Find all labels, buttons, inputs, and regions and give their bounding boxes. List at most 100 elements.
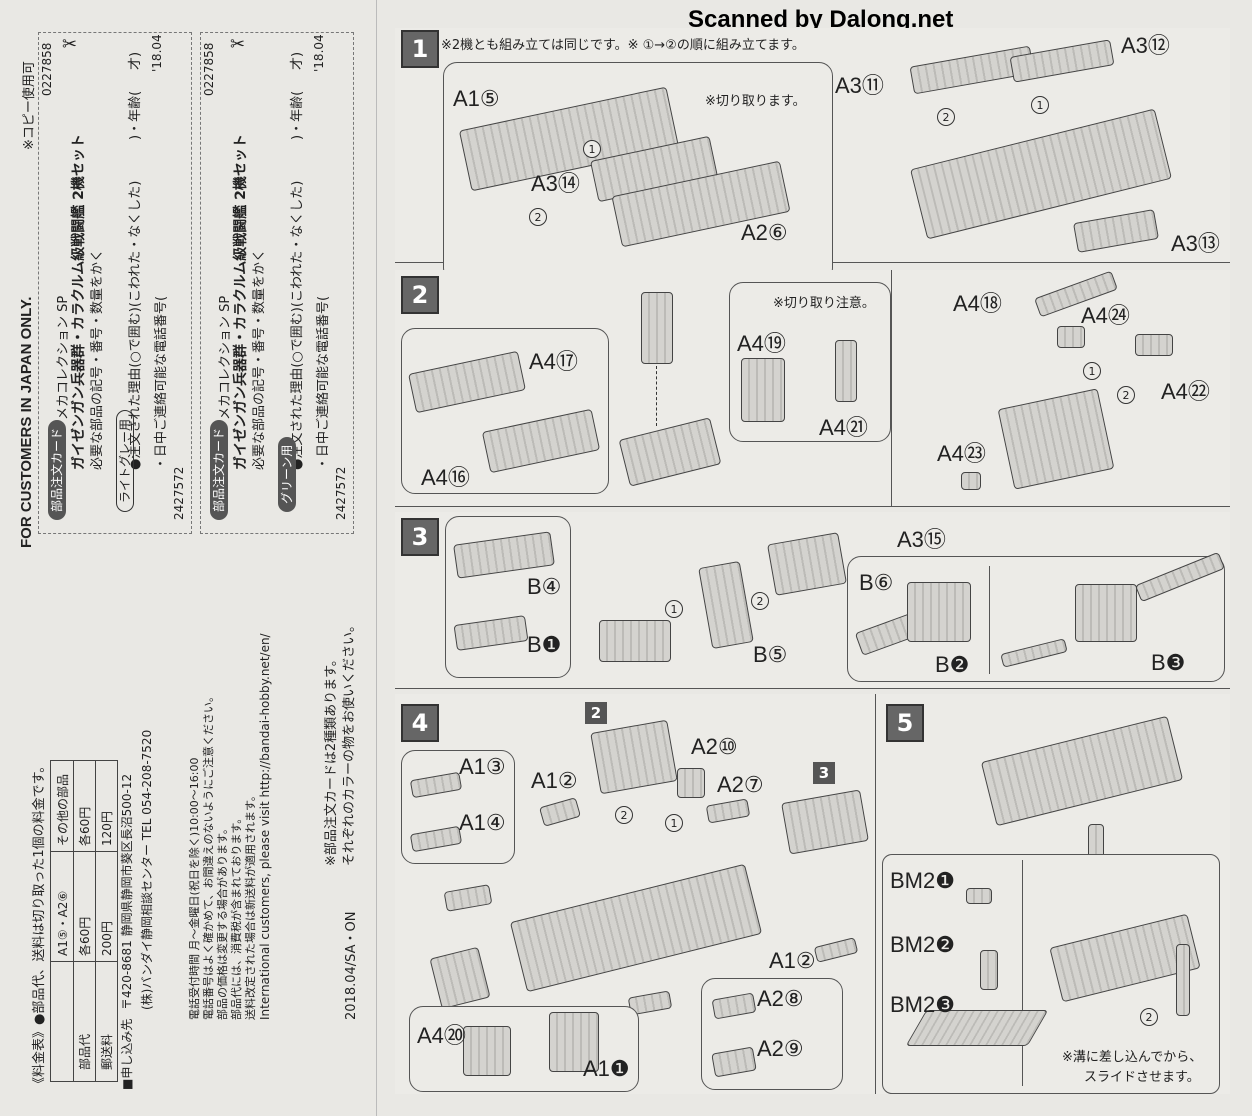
part-label: A4⑳: [417, 1023, 466, 1048]
bottom-part-a3-13: [1073, 209, 1159, 253]
step-4-panel: 4 2 3 A1③ A1④ A1② A2⑩ A2⑦ A1② 2 1 A4⑳ A1…: [395, 694, 876, 1094]
part-label: A1②: [531, 768, 578, 793]
step-1-number: 1: [401, 30, 439, 68]
part-a2-10: [677, 768, 705, 798]
part-a4-21: [835, 340, 857, 402]
card-phone: ・日中ご連絡可能な電話番号(: [154, 295, 169, 470]
part-label: A4㉓: [937, 441, 986, 466]
slide-note-1: ※溝に差し込んでから、: [1062, 1050, 1203, 1065]
card-date: '18.04: [150, 34, 164, 72]
center-address: (株)バンダイ静岡相談センター TEL 054-208-7520: [140, 729, 154, 1010]
arrow: [656, 366, 657, 426]
price-row1-a: 各60円: [78, 916, 92, 956]
card-age: )・年齢(: [128, 90, 143, 140]
card2-product-code: 0227858: [202, 42, 216, 96]
engine-block: [767, 532, 847, 596]
part-label: A3⑮: [897, 527, 946, 552]
step-1-panel: 1 ※2機とも組み立ては同じです。※ ①→②の順に組み立てます。 ※切り取ります…: [395, 28, 1230, 282]
step-ref-2: 2: [585, 702, 607, 724]
part-a1-2-bottom: [813, 937, 859, 963]
order-mark-2: 2: [747, 588, 773, 614]
engine-assembly: [781, 789, 869, 855]
part-label: BM2❸: [890, 992, 955, 1017]
part-label: A4⑰: [529, 349, 578, 374]
card-product-code: 0227858: [40, 42, 54, 96]
order-mark-2: 2: [1113, 382, 1139, 408]
price-table: [50, 760, 118, 1082]
part-label: B❷: [935, 652, 970, 677]
price-row2-b: 120円: [100, 811, 114, 846]
postal-address: 〒420-8681 静岡県静岡市葵区長沼500-12: [120, 773, 134, 1010]
card-instruction: 必要な部品の記号・番号・数量をかく: [90, 248, 105, 470]
price-header-1: A1⑤・A2⑥: [56, 890, 70, 956]
part-label: A4㉒: [1161, 379, 1210, 404]
engine-detail: [1075, 584, 1137, 642]
step-5-panel: 5 BM2❶ BM2❷ BM2❸ 2 ※溝に差し込んでから、 スライドさせます。: [876, 694, 1230, 1094]
step-5-number: 5: [886, 704, 924, 742]
print-code: 2018.04/SA・ON: [344, 911, 359, 1020]
fold-line: [376, 0, 377, 1116]
step-1-cut-note: ※切り取ります。: [705, 94, 806, 109]
card2-phone: ・日中ご連絡可能な電話番号(: [316, 295, 331, 470]
card2-instruction: 必要な部品の記号・番号・数量をかく: [252, 248, 267, 470]
part-label: A4㉑: [819, 415, 868, 440]
card2-title: 部品注文カード: [208, 419, 228, 520]
card2-age-end: 才): [290, 51, 305, 70]
card-color-label: ライトグレー用: [114, 409, 134, 512]
part-label: A2⑩: [691, 734, 738, 759]
price-table-title: 《料金表》●部品代、送料は切り取った1個の料金です。: [32, 759, 47, 1090]
part-label: A2⑨: [757, 1036, 804, 1061]
part-label: A4⑯: [421, 465, 470, 490]
card2-product: ガイゼンガン兵器群・カラクルム級戦闘艦 2機セット: [233, 134, 249, 470]
order-card-light-gray: [38, 32, 192, 534]
part-label: A1⑤: [453, 86, 500, 111]
card-item-code: 2427572: [172, 466, 186, 520]
stand-arm: [1176, 944, 1190, 1016]
completed-ship: [980, 715, 1184, 827]
order-mark-2: 2: [611, 802, 637, 828]
footnote-2: それぞれのカラーの物をお使いください。: [342, 618, 357, 866]
main-hull: [509, 863, 763, 993]
step-3-number: 3: [401, 518, 439, 556]
part-a4-24: [1057, 326, 1085, 348]
part-a4-19: [741, 358, 785, 422]
part-label: A1②: [769, 948, 816, 973]
slide-note-2: スライドさせます。: [1084, 1070, 1200, 1085]
order-mark-1: 1: [1079, 358, 1105, 384]
part-label: A1③: [459, 754, 506, 779]
part-a4-20: [463, 1026, 511, 1076]
part-label: A2⑧: [757, 986, 804, 1011]
divider: [989, 566, 990, 674]
part-label: A4⑱: [953, 291, 1002, 316]
price-row1-b: 各60円: [78, 806, 92, 846]
price-row1-label: 部品代: [78, 1033, 92, 1070]
part-bm2-1: [966, 888, 992, 904]
part-label: A3⑬: [1171, 231, 1220, 256]
scissors-icon: ✂: [62, 34, 78, 55]
order-mark-1: 1: [661, 810, 687, 836]
card-age-end: 才): [128, 51, 143, 70]
divider: [1022, 860, 1023, 1086]
part-label: BM2❷: [890, 932, 955, 957]
card-product: ガイゼンガン兵器群・カラクルム級戦闘艦 2機セット: [71, 134, 87, 470]
step-2-panel: 2 A4⑰ A4⑯ ※切り取り注意。 A4⑲ A4㉑ A4⑱ A4㉔ A4㉒ A…: [395, 270, 1230, 507]
scissors-icon: ✂: [230, 34, 246, 55]
part-label: A3⑭: [531, 171, 580, 196]
part-b2: [907, 582, 971, 642]
front-wing: [443, 884, 493, 912]
part-a2-7: [705, 798, 751, 824]
order-card-green: [200, 32, 354, 534]
part-b5: [698, 560, 754, 650]
part-label: B❸: [1151, 650, 1186, 675]
order-mark-2: 2: [933, 104, 959, 130]
step-3-panel: 3 B④ B❶ B⑤ A3⑮ 1 2 B⑥ B❷ B❸: [395, 512, 1230, 689]
part-label: BM2❶: [890, 868, 955, 893]
card2-item-code: 2427572: [334, 466, 348, 520]
order-mark-1: 1: [661, 596, 687, 622]
price-row2-a: 200円: [100, 921, 114, 956]
part-label: A2⑦: [717, 772, 764, 797]
note-4: 送料改定された場合は新送料が適用されます。: [244, 790, 257, 1020]
copy-ok-note: ※コピー使用可: [22, 61, 37, 150]
step-2-number: 2: [401, 276, 439, 314]
front-part: [429, 946, 491, 1010]
